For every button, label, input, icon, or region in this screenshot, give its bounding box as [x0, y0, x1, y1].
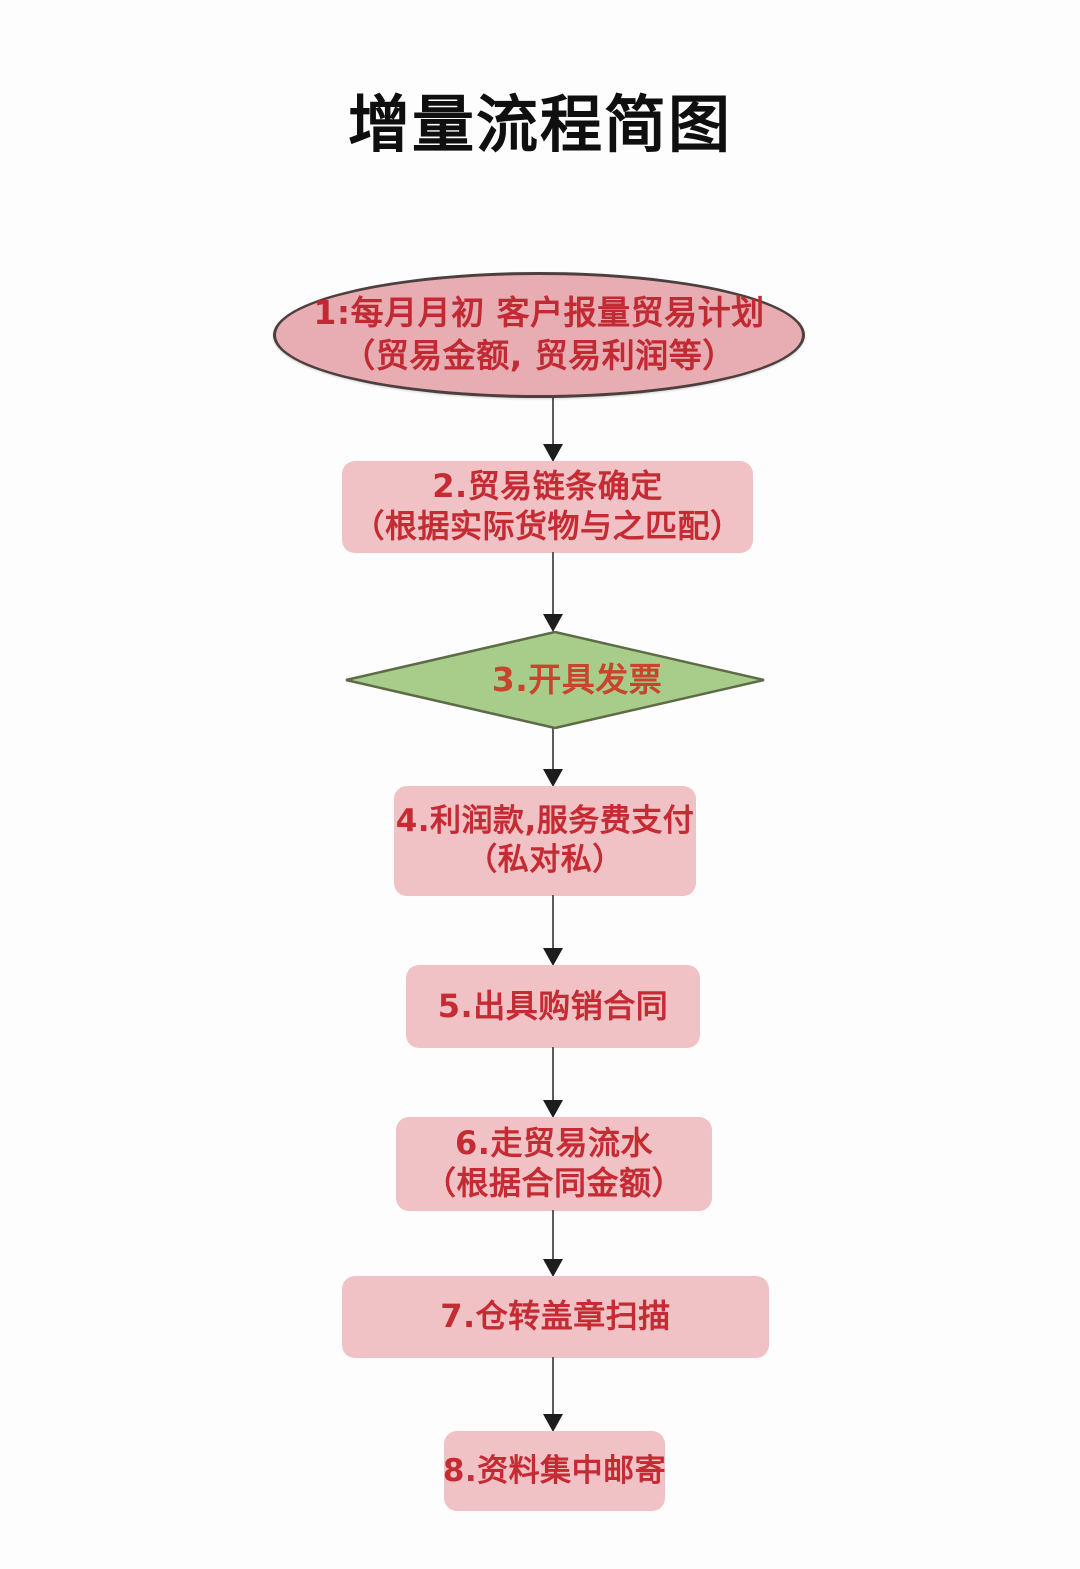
- connector-stem: [552, 895, 554, 948]
- connector-node2-node3: [543, 552, 563, 632]
- flow-node-7-process[interactable]: 7.仓转盖章扫描: [342, 1276, 769, 1358]
- flow-node-2-process[interactable]: 2.贸易链条确定 （根据实际货物与之匹配）: [342, 461, 753, 553]
- connector-stem: [552, 1357, 554, 1414]
- arrow-head-icon: [543, 1259, 563, 1277]
- connector-stem: [552, 396, 554, 444]
- flow-node-6-process[interactable]: 6.走贸易流水 （根据合同金额）: [396, 1117, 712, 1211]
- arrow-head-icon: [543, 1100, 563, 1118]
- arrow-head-icon: [543, 614, 563, 632]
- arrow-head-icon: [543, 1414, 563, 1432]
- node-7-line-1: 7.仓转盖章扫描: [440, 1297, 671, 1336]
- node-4-line-1: 4.利润款,服务费支付: [395, 803, 695, 840]
- connector-node7-node8: [543, 1357, 563, 1432]
- connector-node3-node4: [543, 728, 563, 787]
- connector-stem: [552, 552, 554, 614]
- arrow-head-icon: [543, 769, 563, 787]
- connector-node1-node2: [543, 396, 563, 462]
- node-2-line-2: （根据实际货物与之匹配）: [352, 507, 743, 545]
- diamond-shape-icon: [345, 631, 765, 729]
- connector-node5-node6: [543, 1047, 563, 1118]
- node-6-line-2: （根据合同金额）: [423, 1164, 684, 1202]
- node-3-label-wrap: 3.开具发票: [491, 659, 663, 700]
- node-4-line-2: （私对私）: [466, 842, 624, 878]
- flow-node-3-decision[interactable]: 3.开具发票: [345, 631, 765, 729]
- connector-node4-node5: [543, 895, 563, 966]
- flow-node-1-ellipse[interactable]: 1:每月月初 客户报量贸易计划 （贸易金额, 贸易利润等）: [273, 272, 805, 398]
- flow-node-8-process[interactable]: 8.资料集中邮寄: [442, 1431, 667, 1511]
- node-8-line-1: 8.资料集中邮寄: [442, 1452, 667, 1489]
- node-5-line-1: 5.出具购销合同: [437, 986, 669, 1025]
- arrow-head-icon: [543, 444, 563, 462]
- node-1-line-2: （贸易金额, 贸易利润等）: [342, 336, 736, 375]
- node-6-line-1: 6.走贸易流水: [455, 1124, 653, 1163]
- arrow-head-icon: [543, 948, 563, 966]
- flow-node-5-process[interactable]: 5.出具购销合同: [406, 965, 700, 1048]
- connector-stem: [552, 1047, 554, 1100]
- flow-node-4-process[interactable]: 4.利润款,服务费支付 （私对私）: [394, 786, 696, 896]
- page-title: 增量流程简图: [347, 88, 732, 161]
- connector-node6-node7: [543, 1210, 563, 1277]
- node-1-line-1: 1:每月月初 客户报量贸易计划: [313, 293, 765, 333]
- node-2-line-1: 2.贸易链条确定: [432, 467, 663, 506]
- node-3-line-1: 3.开具发票: [491, 659, 663, 699]
- connector-stem: [552, 1210, 554, 1259]
- connector-stem: [552, 728, 554, 769]
